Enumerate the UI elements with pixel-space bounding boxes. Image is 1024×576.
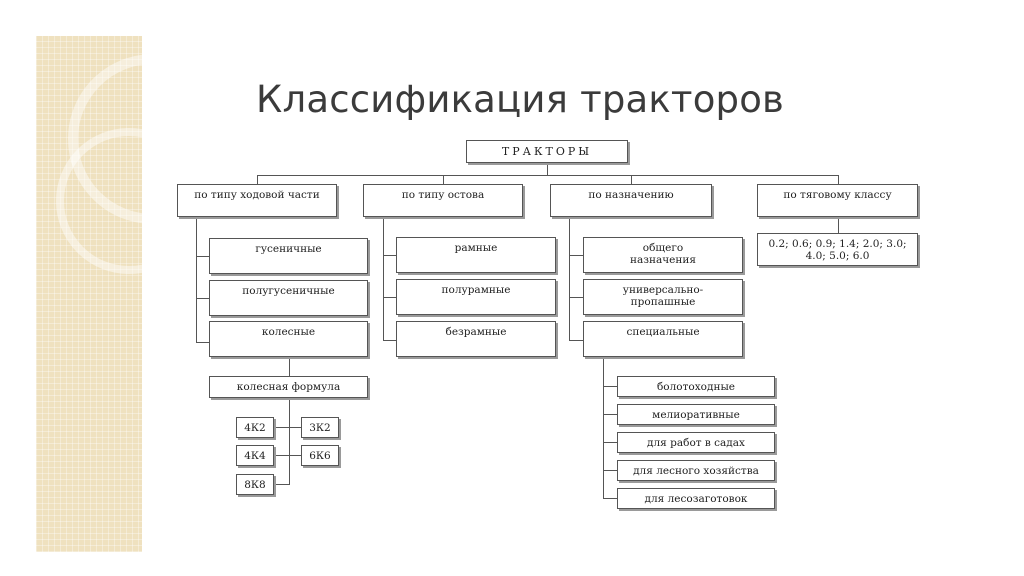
- connector-line: [274, 455, 301, 456]
- running-gear-item: гусеничные: [209, 238, 368, 274]
- connector-line: [569, 340, 583, 341]
- category-running-gear: по типу ходовой части: [177, 184, 337, 217]
- special-item: для лесозаготовок: [617, 488, 775, 509]
- root-node: ТРАКТОРЫ: [466, 140, 628, 163]
- running-gear-item: колесные: [209, 321, 368, 357]
- special-item: для лесного хозяйства: [617, 460, 775, 481]
- wheel-formula-item: 3К2: [301, 417, 339, 438]
- connector-line: [443, 175, 444, 184]
- connector-line: [838, 217, 839, 233]
- connector-line: [289, 398, 290, 484]
- connector-line: [383, 255, 396, 256]
- wheel-formula-node: колесная формула: [209, 376, 368, 398]
- special-item: мелиоративные: [617, 404, 775, 425]
- purpose-item: универсально-пропашные: [583, 279, 743, 315]
- connector-line: [274, 484, 290, 485]
- connector-line: [257, 175, 258, 184]
- connector-line: [838, 175, 839, 184]
- connector-line: [196, 298, 209, 299]
- connector-line: [603, 414, 617, 415]
- connector-line: [383, 297, 396, 298]
- connector-line: [274, 427, 301, 428]
- connector-line: [631, 175, 632, 184]
- special-item: болотоходные: [617, 376, 775, 397]
- connector-line: [289, 357, 290, 376]
- connector-line: [569, 217, 570, 341]
- category-traction: по тяговому классу: [757, 184, 918, 217]
- connector-line: [603, 357, 604, 499]
- purpose-item: общего назначения: [583, 237, 743, 273]
- category-purpose: по назначению: [550, 184, 712, 217]
- wheel-formula-item: 8К8: [236, 474, 274, 495]
- wheel-formula-item: 6К6: [301, 445, 339, 466]
- connector-line: [603, 386, 617, 387]
- connector-line: [603, 470, 617, 471]
- connector-line: [383, 340, 396, 341]
- category-frame: по типу остова: [363, 184, 523, 217]
- decorative-side-strip: [36, 36, 142, 552]
- wheel-formula-item: 4К4: [236, 445, 274, 466]
- connector-line: [569, 255, 583, 256]
- frame-item: безрамные: [396, 321, 556, 357]
- slide-title: Классификация тракторов: [256, 78, 785, 121]
- running-gear-item: полугусеничные: [209, 280, 368, 316]
- connector-line: [196, 342, 209, 343]
- wheel-formula-item: 4К2: [236, 417, 274, 438]
- connector-line: [196, 256, 209, 257]
- connector-line: [196, 217, 197, 343]
- connector-line: [383, 217, 384, 341]
- traction-classes-box: 0.2; 0.6; 0.9; 1.4; 2.0; 3.0; 4.0; 5.0; …: [757, 233, 918, 266]
- connector-line: [569, 297, 583, 298]
- connector-line: [547, 163, 548, 175]
- connector-line: [603, 498, 617, 499]
- connector-line: [603, 442, 617, 443]
- special-item: для работ в садах: [617, 432, 775, 453]
- connector-line: [257, 175, 838, 176]
- frame-item: рамные: [396, 237, 556, 273]
- purpose-item: специальные: [583, 321, 743, 357]
- frame-item: полурамные: [396, 279, 556, 315]
